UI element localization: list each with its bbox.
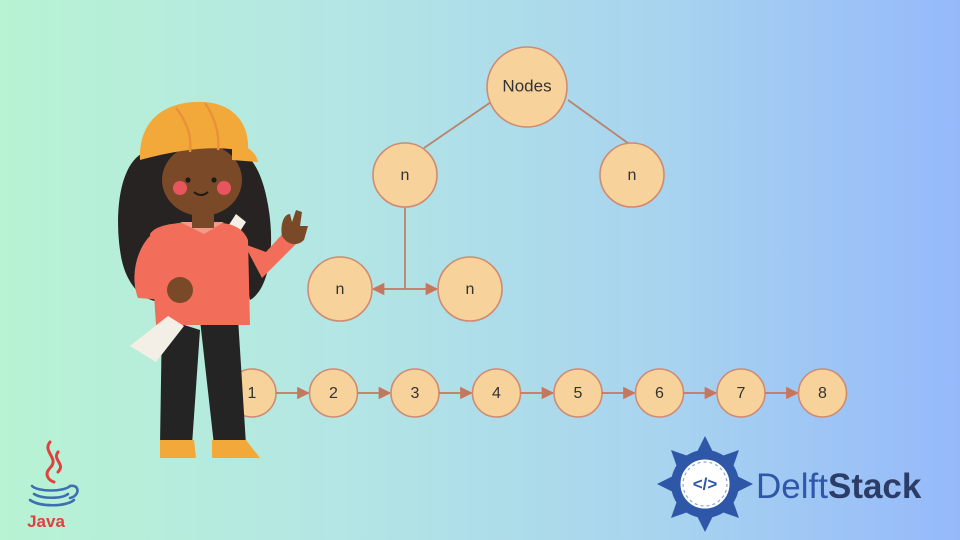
tree-node-left-label: n bbox=[401, 167, 410, 184]
list-node-label: 5 bbox=[574, 385, 583, 402]
girl-right-cheek bbox=[217, 181, 231, 195]
girl-left-cheek bbox=[173, 181, 187, 195]
girl-hard-hat bbox=[139, 101, 249, 160]
girl-hard-hat-brim bbox=[232, 142, 258, 162]
list-node-label: 3 bbox=[411, 385, 420, 402]
java-logo-text: Java bbox=[27, 512, 65, 531]
linked-list-diagram: 1 2 3 4 5 6 7 8 bbox=[227, 368, 848, 418]
girl-waving-hand bbox=[281, 210, 308, 245]
tree-edge-root-left bbox=[423, 99, 495, 149]
java-logo: Java bbox=[27, 440, 79, 531]
girl-left-leg bbox=[160, 318, 200, 445]
tree-node-grandchild-left: n bbox=[307, 256, 373, 322]
list-node-label: 1 bbox=[248, 385, 257, 402]
girl-face bbox=[162, 144, 242, 216]
tree-edge-root-right bbox=[567, 99, 633, 147]
delftstack-wordmark-part2: Stack bbox=[828, 467, 922, 506]
girl-left-hand bbox=[167, 277, 193, 303]
girl-illustration bbox=[118, 101, 308, 458]
girl-right-leg bbox=[200, 318, 246, 445]
java-cup-icon bbox=[28, 484, 79, 507]
delftstack-emblem-mark: </> bbox=[693, 474, 718, 493]
list-node-label: 6 bbox=[655, 385, 664, 402]
list-node-label: 2 bbox=[329, 385, 338, 402]
girl-right-shoe bbox=[212, 440, 260, 458]
girl-bag bbox=[130, 316, 184, 362]
girl-left-shoe bbox=[160, 440, 196, 458]
list-node-label: 7 bbox=[737, 385, 746, 402]
tree-node-grandchild-right-label: n bbox=[466, 281, 475, 298]
girl-smile bbox=[193, 191, 209, 196]
list-node: 3 bbox=[390, 368, 440, 418]
list-node: 6 bbox=[634, 368, 685, 418]
list-node-label: 8 bbox=[818, 385, 827, 402]
tree-diagram: Nodes n n n n bbox=[307, 46, 665, 322]
delftstack-wordmark-part1: Delft bbox=[756, 467, 828, 506]
tree-node-grandchild-left-label: n bbox=[336, 281, 345, 298]
girl-hard-hat-ridge bbox=[175, 102, 220, 153]
delftstack-emblem-icon: </> bbox=[657, 436, 753, 532]
tree-node-left: n bbox=[372, 142, 438, 208]
list-node: 5 bbox=[553, 368, 603, 418]
tree-node-right-label: n bbox=[628, 167, 637, 184]
tree-node-grandchild-right: n bbox=[437, 256, 503, 322]
delftstack-logo: </> DelftStack bbox=[657, 436, 922, 532]
delftstack-wordmark: DelftStack bbox=[756, 467, 922, 506]
tree-node-root-label: Nodes bbox=[502, 76, 551, 95]
list-node: 4 bbox=[471, 368, 522, 418]
girl-left-arm bbox=[134, 236, 174, 300]
list-node: 2 bbox=[308, 368, 359, 418]
list-node: 7 bbox=[716, 368, 766, 418]
tree-node-root: Nodes bbox=[486, 46, 568, 128]
list-node: 8 bbox=[797, 368, 848, 418]
girl-left-eye bbox=[185, 177, 191, 183]
java-steam-icon bbox=[45, 440, 63, 484]
tree-node-right: n bbox=[599, 142, 665, 208]
list-node-label: 4 bbox=[492, 385, 501, 402]
girl-right-eye bbox=[211, 177, 217, 183]
girl-right-arm bbox=[244, 230, 298, 278]
